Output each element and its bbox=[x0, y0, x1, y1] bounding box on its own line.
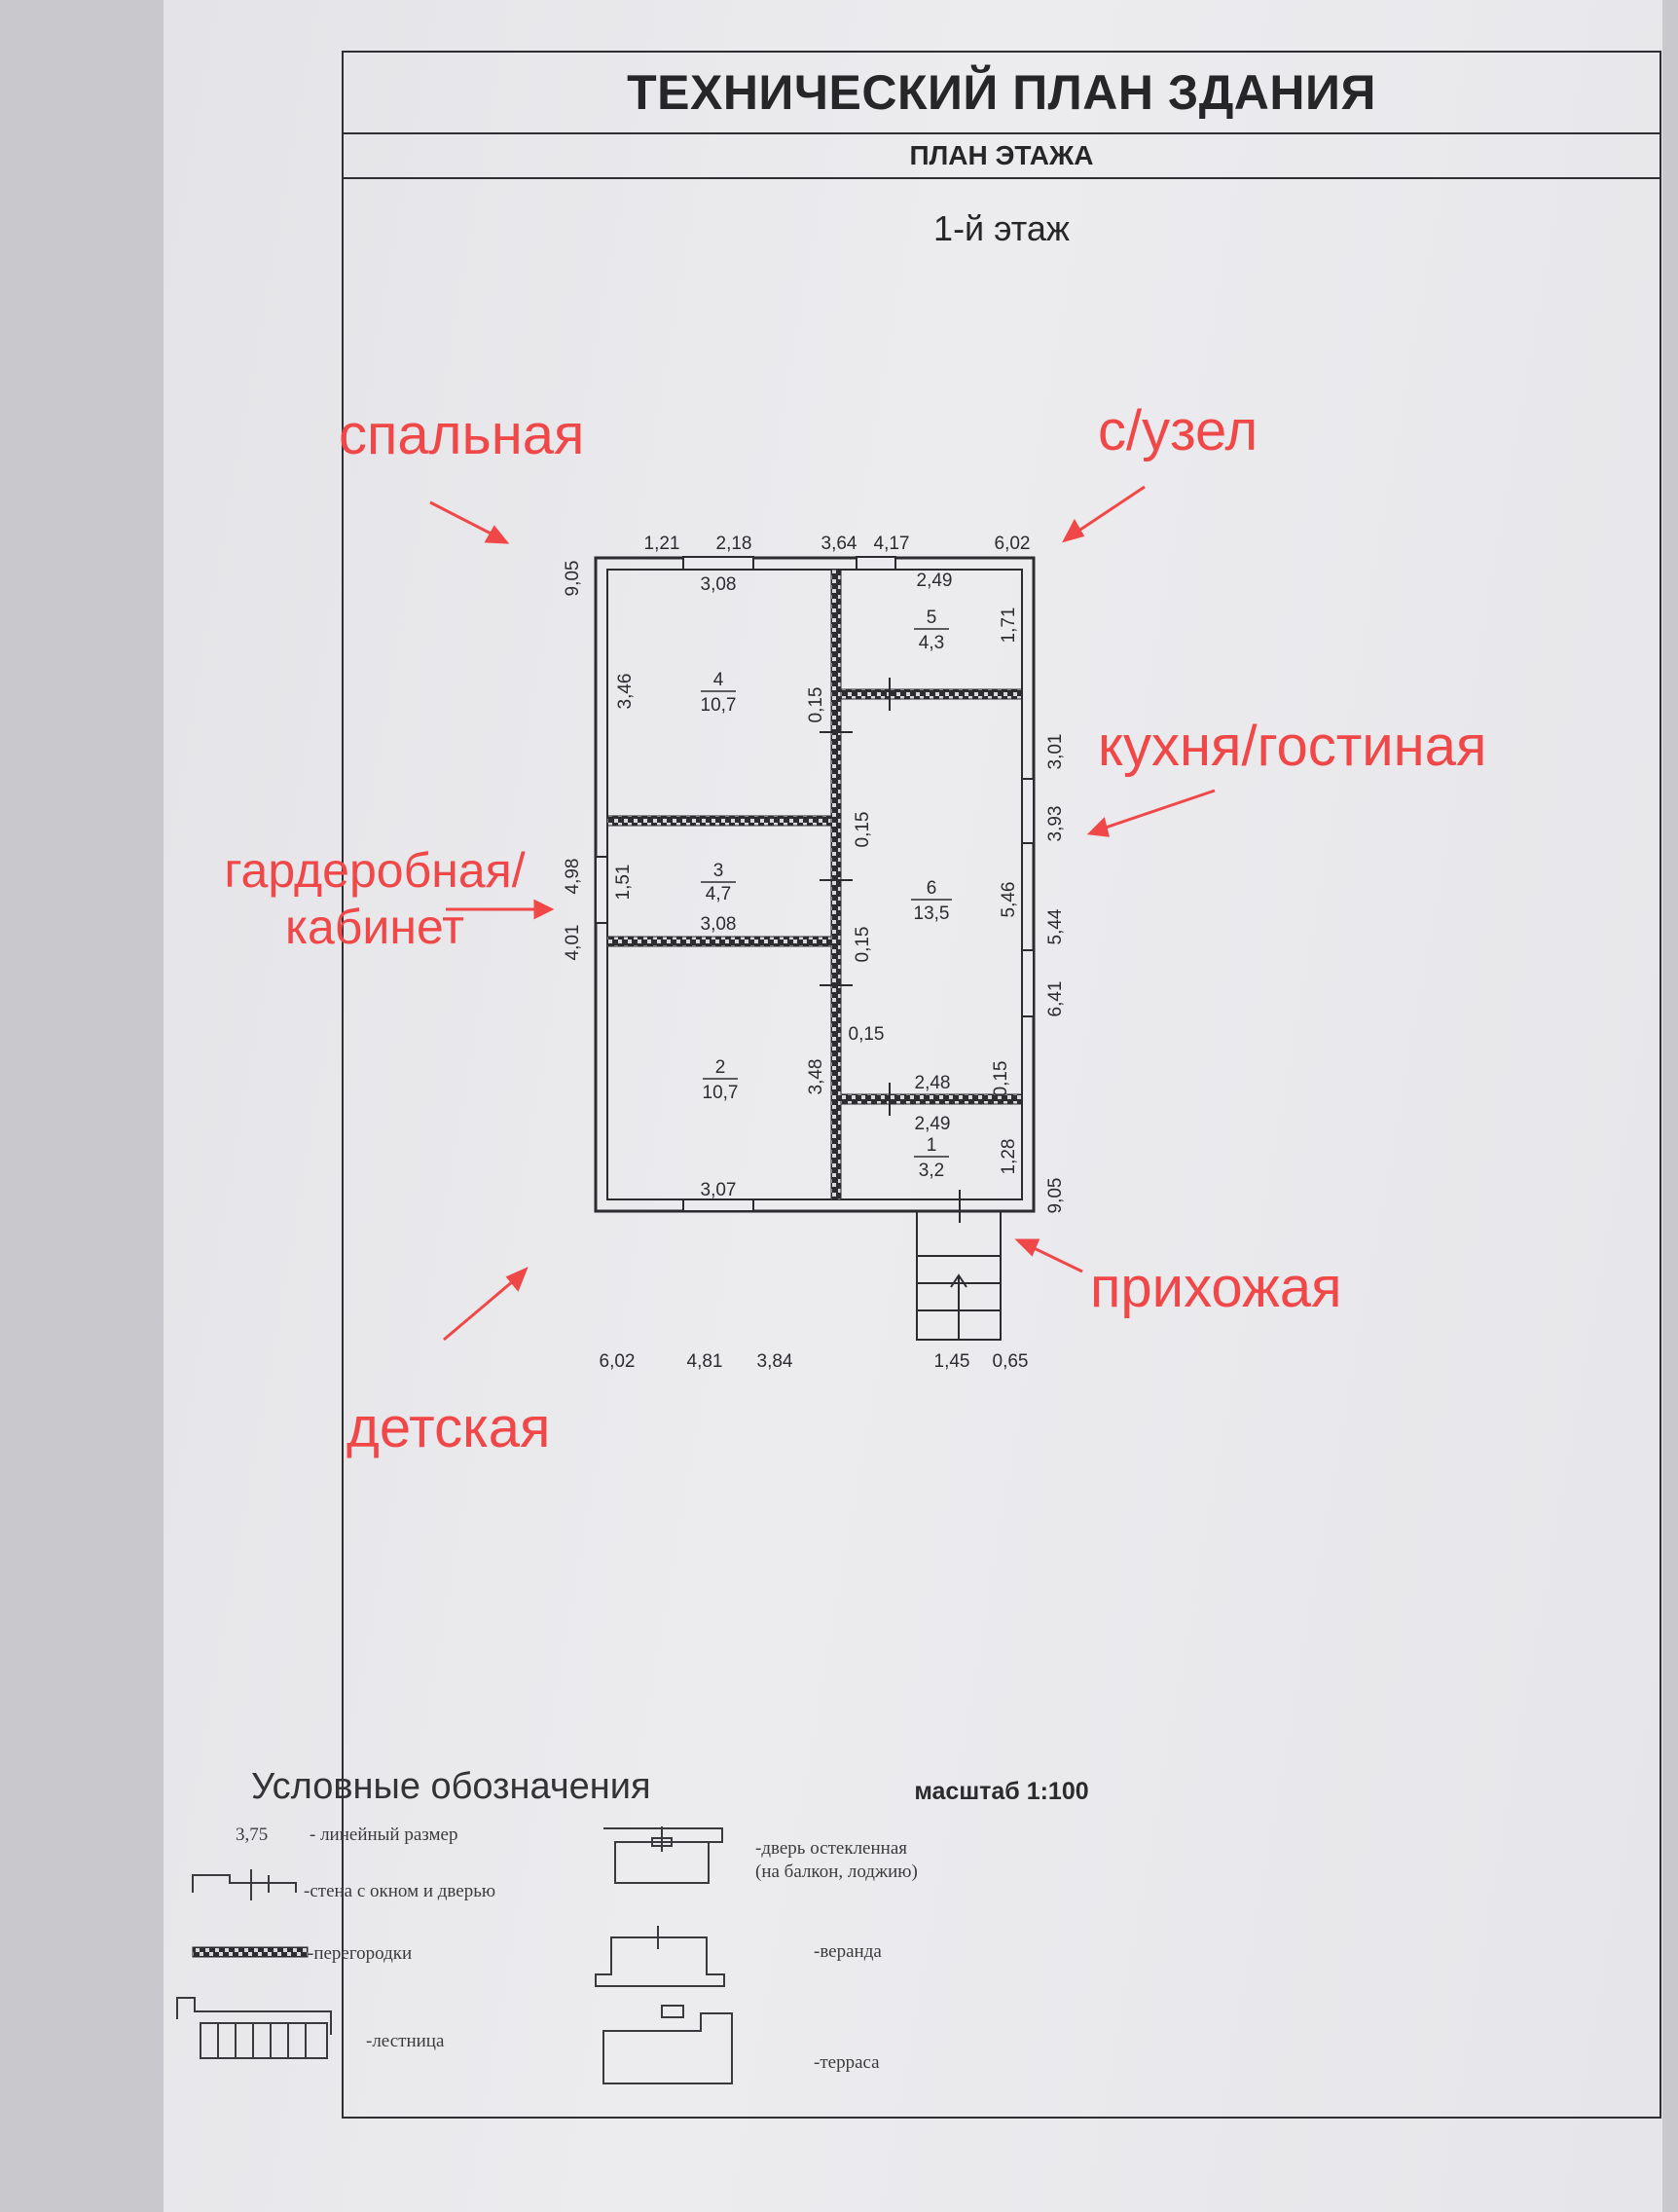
partitions bbox=[606, 569, 1023, 1200]
room-4-label: 4 10,7 bbox=[701, 670, 737, 716]
room-6-label: 6 13,5 bbox=[911, 878, 952, 924]
room-labels: 4 10,7 5 4,3 3 4,7 6 13,5 2 10,7 1 3,2 bbox=[701, 608, 952, 1181]
annotation-bedroom: спальная bbox=[339, 403, 585, 466]
bottom-dim: 6,02 bbox=[600, 1351, 636, 1372]
room-1-width: 2,49 bbox=[915, 1114, 951, 1134]
corridor-width: 2,48 bbox=[915, 1073, 951, 1093]
right-dim: 6,41 bbox=[1045, 981, 1066, 1017]
svg-text:4,7: 4,7 bbox=[706, 884, 731, 904]
document-title: ТЕХНИЧЕСКИЙ ПЛАН ЗДАНИЯ bbox=[627, 65, 1376, 120]
room-1-label: 1 3,2 bbox=[914, 1135, 949, 1181]
annotation-wardrobe-line1: гардеробная/ bbox=[224, 843, 526, 898]
left-dim: 9,05 bbox=[563, 561, 583, 597]
partition-dim: 0,15 bbox=[853, 927, 873, 963]
room-3-height: 1,51 bbox=[613, 865, 634, 901]
partition-dim: 0,15 bbox=[853, 812, 873, 848]
bottom-dim: 4,81 bbox=[687, 1351, 723, 1372]
annotation-wardrobe-line2: кабинет bbox=[284, 899, 464, 954]
annotation-kitchen: кухня/гостиная bbox=[1098, 715, 1487, 778]
dimension-labels: 1,21 2,18 3,64 4,17 6,02 3,08 2,49 3,08 … bbox=[600, 534, 1031, 1372]
left-dim: 4,01 bbox=[563, 925, 583, 961]
legend-item: -терраса bbox=[814, 2052, 880, 2073]
legend-item: -стена с окном и дверью bbox=[304, 1881, 496, 1901]
legend-item: - линейный размер bbox=[310, 1825, 458, 1845]
right-dim: 3,93 bbox=[1045, 806, 1066, 842]
doors bbox=[820, 678, 961, 1223]
room-2-height: 3,48 bbox=[806, 1059, 826, 1095]
svg-text:2: 2 bbox=[715, 1057, 726, 1078]
svg-text:10,7: 10,7 bbox=[701, 695, 737, 716]
top-dim: 6,02 bbox=[995, 534, 1031, 554]
svg-text:13,5: 13,5 bbox=[914, 903, 950, 924]
room-4-height: 3,46 bbox=[615, 674, 636, 710]
room-3-label: 3 4,7 bbox=[701, 861, 736, 904]
room-2-width: 3,07 bbox=[701, 1180, 737, 1200]
svg-text:6: 6 bbox=[927, 878, 937, 899]
svg-text:3: 3 bbox=[713, 861, 724, 881]
partition-dim: 0,15 bbox=[849, 1024, 885, 1045]
bottom-dim: 0,65 bbox=[993, 1351, 1029, 1372]
legend-item: -веранда bbox=[814, 1941, 882, 1962]
annotation-hallway: прихожая bbox=[1090, 1256, 1342, 1319]
bottom-dim: 3,84 bbox=[757, 1351, 793, 1372]
room-1-height: 1,28 bbox=[999, 1139, 1019, 1175]
legend-title: Условные обозначения bbox=[251, 1766, 651, 1807]
right-dim: 5,44 bbox=[1045, 908, 1066, 944]
legend-symbols bbox=[176, 1826, 733, 2084]
top-dim: 2,18 bbox=[716, 534, 752, 554]
room-5-width: 2,49 bbox=[917, 571, 953, 591]
outer-walls bbox=[594, 556, 1036, 1213]
vertical-dimension-labels: 9,05 4,98 4,01 3,46 1,51 3,48 0,15 0,15 … bbox=[563, 561, 1066, 1214]
top-dim: 4,17 bbox=[874, 534, 910, 554]
room-5-height: 1,71 bbox=[999, 608, 1019, 644]
annotation-bathroom: с/узел bbox=[1098, 399, 1258, 462]
legend-item: -дверь остекленная bbox=[755, 1838, 907, 1859]
legend-item: -лестница bbox=[366, 2031, 445, 2051]
top-dim: 3,64 bbox=[821, 534, 857, 554]
partition-dim: 0,15 bbox=[991, 1061, 1011, 1097]
svg-text:10,7: 10,7 bbox=[703, 1083, 739, 1103]
right-dim: 3,01 bbox=[1045, 734, 1066, 770]
room-6-height: 5,46 bbox=[999, 882, 1019, 918]
room-3-width: 3,08 bbox=[701, 914, 737, 935]
svg-text:4: 4 bbox=[713, 670, 724, 690]
floor-label: 1-й этаж bbox=[933, 208, 1070, 248]
svg-text:1: 1 bbox=[927, 1135, 937, 1156]
svg-text:3,2: 3,2 bbox=[919, 1161, 944, 1181]
room-5-label: 5 4,3 bbox=[914, 608, 949, 653]
top-dim: 1,21 bbox=[644, 534, 680, 554]
annotation-kids-room: детская bbox=[347, 1396, 551, 1459]
document-subtitle: ПЛАН ЭТАЖА bbox=[344, 132, 1660, 179]
room-2-label: 2 10,7 bbox=[703, 1057, 739, 1103]
svg-text:4,3: 4,3 bbox=[919, 633, 944, 653]
annotation-arrows bbox=[429, 485, 1216, 1342]
right-dim: 9,05 bbox=[1045, 1178, 1066, 1214]
scale-label: масштаб 1:100 bbox=[914, 1778, 1089, 1805]
legend-item: -перегородки bbox=[308, 1943, 413, 1964]
plan-frame: ТЕХНИЧЕСКИЙ ПЛАН ЗДАНИЯ ПЛАН ЭТАЖА 1-й э… bbox=[342, 51, 1661, 2119]
svg-text:5: 5 bbox=[927, 608, 937, 628]
document-page: 84 ТЕХНИЧЕСКИЙ ПЛАН ЗДАНИЯ ПЛАН ЭТАЖА 1-… bbox=[164, 0, 1662, 2212]
partition-dim: 0,15 bbox=[806, 687, 826, 723]
left-dim: 4,98 bbox=[563, 859, 583, 895]
annotation-wardrobe: гардеробная/ кабинет bbox=[204, 843, 545, 955]
bottom-dim: 1,45 bbox=[934, 1351, 970, 1372]
room-4-width: 3,08 bbox=[701, 574, 737, 595]
legend-dim-sample: 3,75 bbox=[236, 1825, 269, 1845]
stairs bbox=[916, 1210, 1002, 1341]
legend-item: (на балкон, лоджию) bbox=[755, 1862, 918, 1882]
windows bbox=[595, 556, 1035, 1212]
